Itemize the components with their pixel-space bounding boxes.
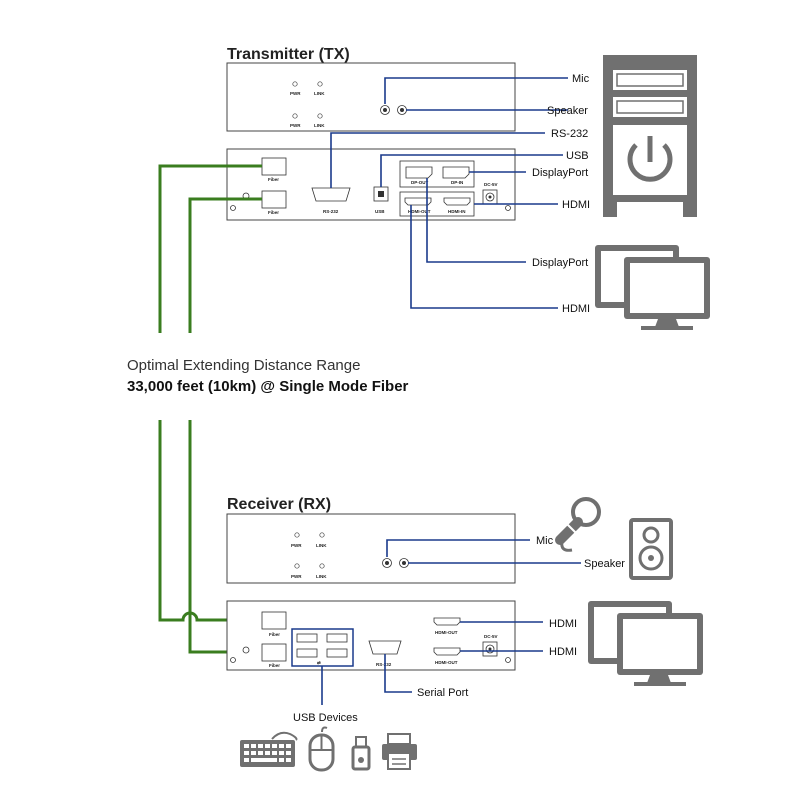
desktop-tower-icon [603, 55, 697, 217]
svg-text:DC-5V: DC-5V [484, 634, 498, 639]
rx-led-link-1: LINK [316, 543, 327, 548]
mouse-icon [308, 726, 335, 772]
tx-led-link-2: LINK [314, 123, 325, 128]
ground-icon [242, 646, 250, 654]
svg-text:Fiber: Fiber [269, 663, 280, 668]
tx-rs232-port [311, 187, 351, 202]
rx-mic-line [386, 539, 530, 557]
tx-fiber-port-2 [261, 190, 287, 209]
svg-text:DP-OUT: DP-OUT [411, 180, 428, 185]
tx-led-pwr-1: PWR [290, 91, 301, 96]
printer-icon [382, 733, 417, 770]
dual-monitor-icon [595, 245, 710, 330]
tx-hdmi-out-port [404, 197, 432, 206]
tx-label-displayport-in: DisplayPort [532, 167, 588, 179]
tx-dp-out-line [426, 178, 526, 263]
rx-led-pwr-1: PWR [291, 543, 302, 548]
tx-usb-line [380, 154, 563, 187]
microphone-icon [555, 497, 601, 552]
rx-hdmi-out-port-2 [433, 647, 461, 656]
rx-front-panel: PWR LINK PWR LINK [226, 513, 516, 584]
tx-fiber-port-1 [261, 157, 287, 176]
tx-label-rs232: RS-232 [551, 128, 588, 140]
tx-label-displayport-out: DisplayPort [532, 257, 588, 269]
svg-text:USB: USB [375, 209, 385, 214]
rx-label-hdmi-2: HDMI [549, 646, 577, 658]
svg-text:RS-232: RS-232 [376, 662, 392, 667]
speaker-icon [629, 518, 673, 580]
svg-text:DP-IN: DP-IN [451, 180, 463, 185]
tx-dp-in-port [442, 166, 470, 179]
tx-rear-panel: Fiber Fiber RS-232 USB DP-OUT DP-IN HDMI… [226, 148, 516, 221]
fiber-line-tx-2 [188, 197, 262, 333]
rx-led-link-2: LINK [316, 574, 327, 579]
rx-rear-panel: Fiber Fiber ⇌ RS-232 HDMI-OUT HDMI-OUT D… [226, 600, 516, 671]
usb-icon: ⇌ [317, 660, 322, 665]
usb-drive-icon [351, 736, 371, 771]
rx-hdmi-out-port-1 [433, 617, 461, 626]
tx-front-panel: PWR LINK PWR LINK [226, 62, 516, 132]
rx-label-serial: Serial Port [417, 687, 468, 699]
svg-text:Fiber: Fiber [268, 177, 279, 182]
svg-text:HDMI-IN: HDMI-IN [448, 209, 466, 214]
tx-hdmi-in-port [443, 197, 471, 206]
svg-text:DC-5V: DC-5V [484, 182, 498, 187]
tx-label-speaker: Speaker [547, 105, 588, 117]
distance-value: 33,000 feet (10km) @ Single Mode Fiber [127, 378, 409, 395]
tx-rs232-line [330, 132, 545, 188]
dual-monitor-icon [588, 601, 703, 686]
tx-label-hdmi-out: HDMI [562, 303, 590, 315]
svg-text:HDMI-OUT: HDMI-OUT [435, 660, 458, 665]
tx-label-hdmi-in: HDMI [562, 199, 590, 211]
fiber-line-tx-1 [158, 164, 262, 333]
keyboard-icon [240, 731, 298, 767]
tx-led-pwr-2: PWR [290, 123, 301, 128]
rx-rs232-port [368, 640, 402, 655]
rx-label-speaker: Speaker [584, 558, 625, 570]
rx-label-mic: Mic [536, 535, 554, 547]
svg-text:HDMI-OUT: HDMI-OUT [408, 209, 431, 214]
distance-caption: Optimal Extending Distance Range [127, 357, 360, 374]
rx-label-usb-devices: USB Devices [293, 712, 358, 724]
rx-title: Receiver (RX) [227, 496, 331, 513]
rx-led-pwr-2: PWR [291, 574, 302, 579]
svg-text:Fiber: Fiber [268, 210, 279, 215]
svg-text:Fiber: Fiber [269, 632, 280, 637]
rx-fiber-port-1 [261, 611, 287, 630]
rx-fiber-port-2 [261, 643, 287, 662]
svg-text:HDMI-OUT: HDMI-OUT [435, 630, 458, 635]
tx-mic-line [384, 77, 568, 104]
rx-label-hdmi-1: HDMI [549, 618, 577, 630]
rx-serial-line [384, 654, 412, 693]
tx-led-link-1: LINK [314, 91, 325, 96]
tx-hdmi-out-line [410, 205, 558, 309]
tx-label-usb: USB [566, 150, 589, 162]
tx-label-mic: Mic [572, 73, 590, 85]
tx-dp-out-port [405, 166, 433, 179]
svg-text:RS-232: RS-232 [323, 209, 339, 214]
tx-title: Transmitter (TX) [227, 46, 350, 63]
